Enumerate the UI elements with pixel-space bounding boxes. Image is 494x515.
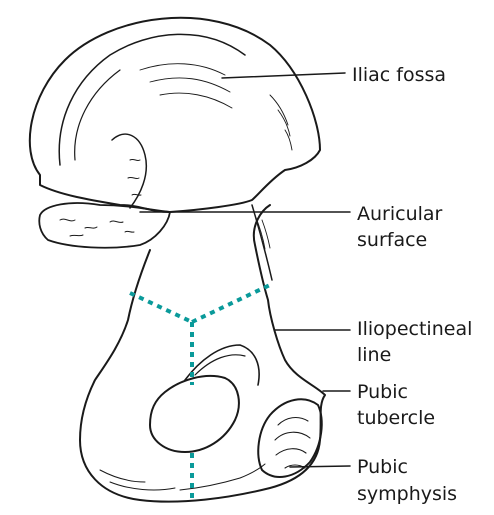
label-iliopectineal-line2: line bbox=[357, 343, 391, 367]
auricular-ridge bbox=[112, 134, 146, 208]
suture-right-branch bbox=[192, 284, 272, 322]
label-auricular-line2: surface bbox=[357, 228, 427, 252]
symphysis-ridges bbox=[275, 418, 310, 468]
label-pubic-tubercle-line2: tubercle bbox=[357, 406, 435, 430]
label-pubic-symphysis-line2: symphysis bbox=[357, 482, 457, 506]
obturator-foramen bbox=[150, 376, 239, 452]
ilium-body-outline bbox=[80, 205, 325, 502]
label-pubic-symphysis-line1: Pubic bbox=[357, 455, 408, 479]
wing-hatching bbox=[140, 64, 292, 249]
leader-iliac-fossa bbox=[222, 73, 345, 78]
label-iliac-fossa: Iliac fossa bbox=[352, 63, 446, 87]
auricular-surface-outline bbox=[39, 203, 170, 248]
iliac-crest-inner bbox=[59, 34, 245, 165]
leader-pubic-symphysis bbox=[290, 466, 350, 467]
label-iliopectineal-line1: Iliopectineal bbox=[357, 317, 472, 341]
lower-rim-hatching bbox=[100, 464, 265, 490]
label-auricular-line1: Auricular bbox=[357, 202, 442, 226]
auricular-texture bbox=[60, 159, 141, 236]
acetabulum-inner bbox=[195, 355, 245, 375]
label-pubic-tubercle-line1: Pubic bbox=[357, 380, 408, 404]
acetabulum-curve bbox=[185, 345, 259, 385]
suture-left-branch bbox=[130, 293, 192, 322]
iliac-wing-outline bbox=[30, 18, 320, 212]
